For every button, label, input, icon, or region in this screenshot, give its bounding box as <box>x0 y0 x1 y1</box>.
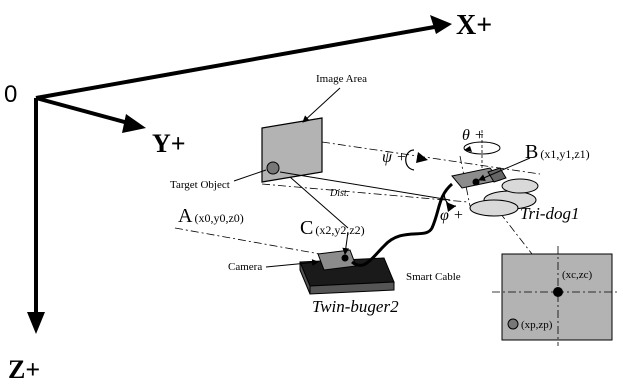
y-axis-line <box>35 96 133 126</box>
twin-buger-robot <box>299 249 395 295</box>
psi-rotation-icon <box>405 149 428 171</box>
image-area-label: Image Area <box>316 73 367 85</box>
point-a-label: A(x0,y0,z0) <box>178 205 244 227</box>
target-object-label: Target Object <box>170 179 230 191</box>
point-c-pointer <box>342 231 350 255</box>
tri-dog-robot <box>451 167 539 217</box>
y-axis-arrowhead <box>122 114 146 133</box>
theta-rotation-icon <box>463 130 501 170</box>
z-axis-label: Z+ <box>8 355 40 381</box>
theta-label: θ + <box>462 127 485 144</box>
x-axis-line <box>35 24 441 100</box>
robot2-name: Twin-buger2 <box>312 297 399 316</box>
image-area-panel <box>261 117 323 183</box>
point-b-pointer <box>478 157 531 181</box>
x-axis-label: X+ <box>456 10 492 41</box>
smart-cable-label: Smart Cable <box>406 271 461 283</box>
distance-line-2 <box>289 176 349 229</box>
inset-target-label: (xp,zp) <box>521 319 553 331</box>
target-object-pointer <box>233 169 267 182</box>
origin-label: 0 <box>4 81 17 108</box>
camera-pointer <box>265 259 319 268</box>
y-axis-label: Y+ <box>152 129 186 158</box>
inset-center-label: (xc,zc) <box>562 269 593 281</box>
phi-label: φ + <box>440 207 464 224</box>
target-object-dot <box>266 161 280 175</box>
camera-label: Camera <box>228 261 262 273</box>
point-c-label: C(x2,y2,z2) <box>300 217 365 239</box>
psi-label: ψ + <box>382 149 407 166</box>
dist-label: Dist. <box>329 188 349 199</box>
distance-line <box>279 171 451 201</box>
robot1-name: Tri-dog1 <box>520 204 580 223</box>
point-b-label: B(x1,y1,z1) <box>525 141 590 163</box>
inset-target-dot <box>507 318 519 330</box>
x-axis-arrowhead <box>430 15 452 34</box>
smart-cable <box>351 182 454 267</box>
z-axis-arrowhead <box>27 312 45 334</box>
inset-image-plane <box>492 246 618 346</box>
point-c-dot <box>341 254 349 262</box>
image-area-pointer <box>302 87 341 123</box>
inset-center-dot <box>553 287 563 297</box>
world-axes <box>27 15 452 334</box>
point-b-dot <box>472 178 480 186</box>
